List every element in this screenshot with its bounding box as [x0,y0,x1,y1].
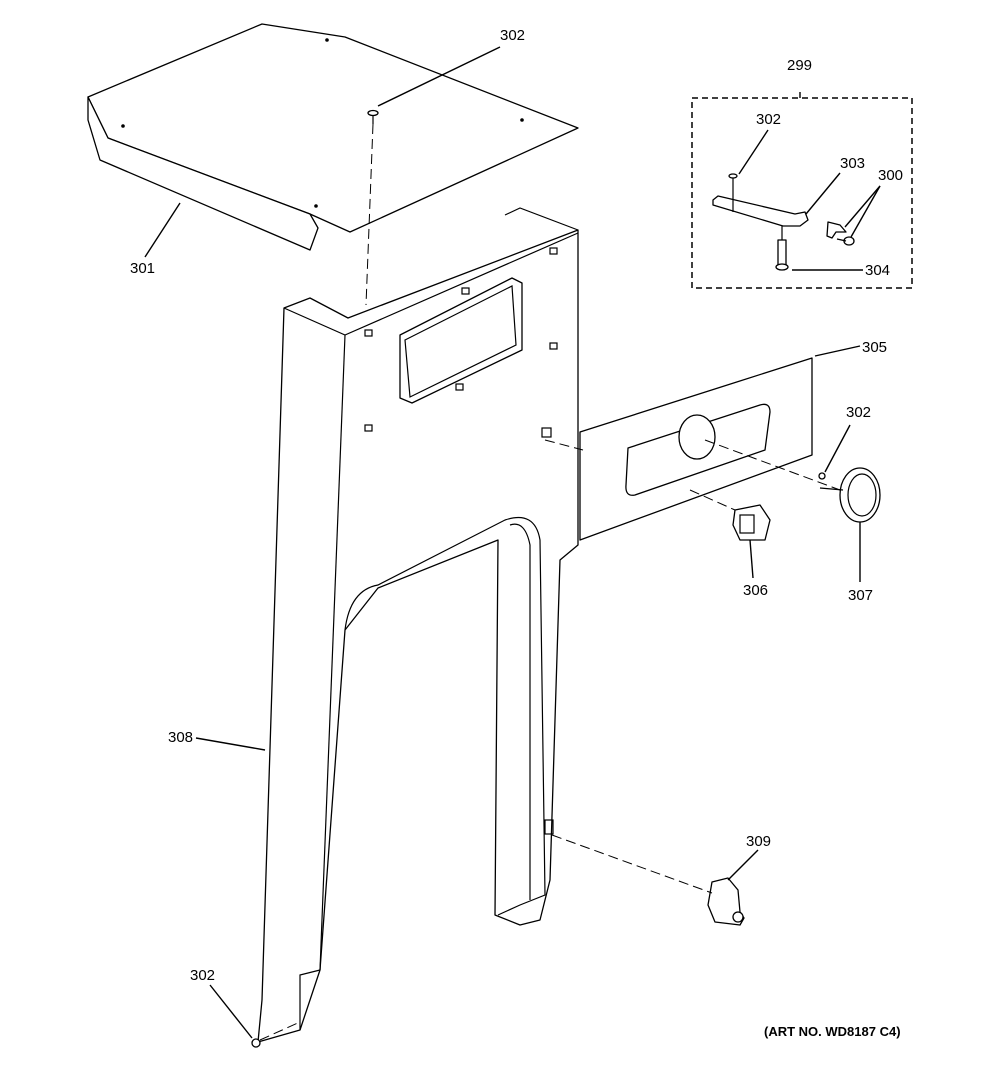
label-309: 309 [746,833,771,850]
label-299: 299 [787,57,812,74]
label-300: 300 [878,167,903,184]
label-304: 304 [865,262,890,279]
label-305: 305 [862,339,887,356]
label-303: 303 [840,155,865,172]
top-cover-part [87,23,579,251]
switch-part [732,504,771,541]
leader-lines [144,46,881,1039]
label-302-top: 302 [500,27,525,44]
label-301: 301 [130,260,155,277]
screw-bottom [251,1021,301,1048]
kit-299 [691,92,913,289]
door-switch-part [551,834,745,926]
label-302-panel: 302 [846,404,871,421]
label-306: 306 [743,582,768,599]
art-number: (ART NO. WD8187 C4) [764,1024,901,1039]
side-panel-part [257,207,579,1043]
label-308: 308 [168,729,193,746]
knob-part [818,467,881,523]
label-302-kit: 302 [756,111,781,128]
label-307: 307 [848,587,873,604]
screw-top [365,109,379,306]
control-panel-part [544,357,841,541]
label-302-bottom: 302 [190,967,215,984]
